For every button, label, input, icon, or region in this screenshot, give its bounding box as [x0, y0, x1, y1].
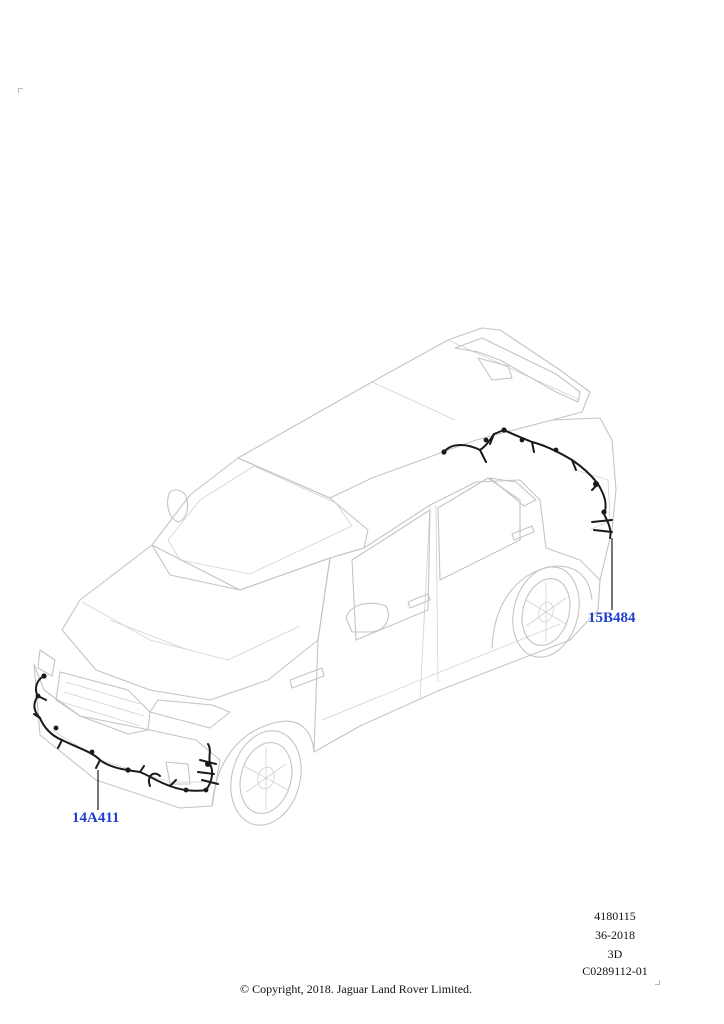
illustration-date: 36-2018: [595, 928, 635, 942]
illustration-number: 4180115: [594, 909, 636, 923]
tailgate-harness: [441, 427, 613, 539]
copyright-notice: © Copyright, 2018. Jaguar Land Rover Lim…: [239, 982, 473, 996]
callout-15B484[interactable]: 15B484: [588, 610, 636, 626]
vehicle-outline: [33, 327, 617, 826]
crop-mark-top-left: [18, 88, 23, 93]
front-bumper-harness: [33, 673, 219, 793]
illustration-view: 3D: [607, 947, 623, 961]
crop-mark-bottom-right: [655, 980, 660, 985]
callout-14A411[interactable]: 14A411: [72, 810, 120, 826]
illustration-code: C0289112-01: [582, 964, 648, 978]
